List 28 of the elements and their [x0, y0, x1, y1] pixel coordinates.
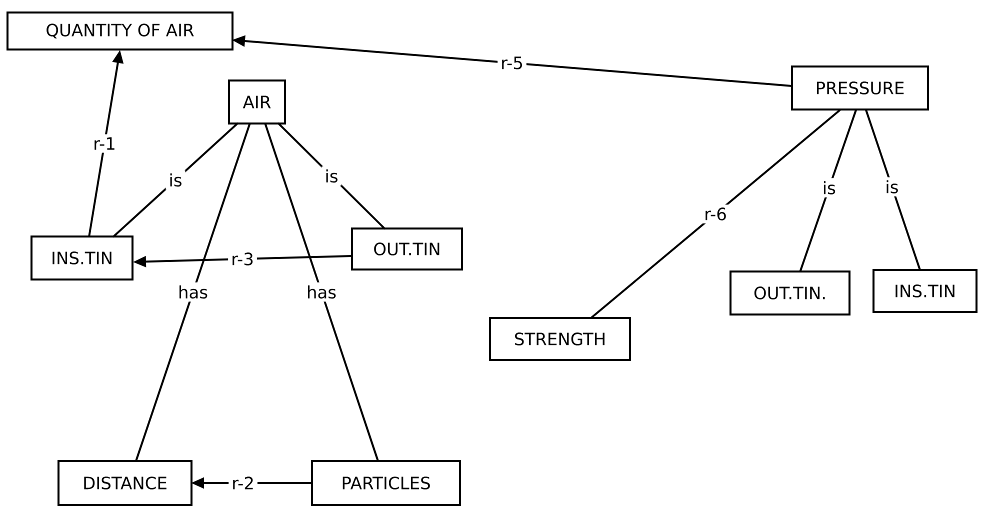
connector-line [590, 109, 841, 319]
connector-line [264, 122, 379, 462]
connector-line [112, 122, 239, 238]
connector-line [865, 110, 921, 270]
edge-label: r-3 [228, 250, 257, 268]
connector-line [799, 110, 857, 272]
concept-box: OUT.TIN [351, 228, 463, 270]
concept-box: INS.TIN [30, 236, 134, 280]
edge-label: r-2 [228, 474, 258, 492]
edge-label: has [174, 282, 212, 302]
edge-label: is [882, 177, 902, 196]
edge-label: r-1 [90, 134, 119, 153]
concept-box: DISTANCE [58, 460, 192, 506]
edge-label: r-5 [498, 54, 526, 72]
edge-label: has [303, 282, 340, 302]
concept-box: PARTICLES [311, 460, 461, 506]
concept-box: AIR [228, 80, 286, 124]
edge-label: is [322, 166, 342, 186]
edge-label: is [819, 178, 839, 198]
concept-box: QUANTITY OF AIR [6, 12, 234, 50]
concept-box: STRENGTH [489, 317, 631, 361]
edge-label: r-6 [701, 204, 730, 224]
concept-box: PRESSURE [791, 66, 929, 110]
connector-line [135, 122, 251, 462]
concept-box: OUT.TIN. [730, 270, 850, 316]
concept-box: INS.TIN [872, 269, 978, 313]
edge-label: is [166, 170, 186, 190]
connector-line [277, 122, 386, 230]
